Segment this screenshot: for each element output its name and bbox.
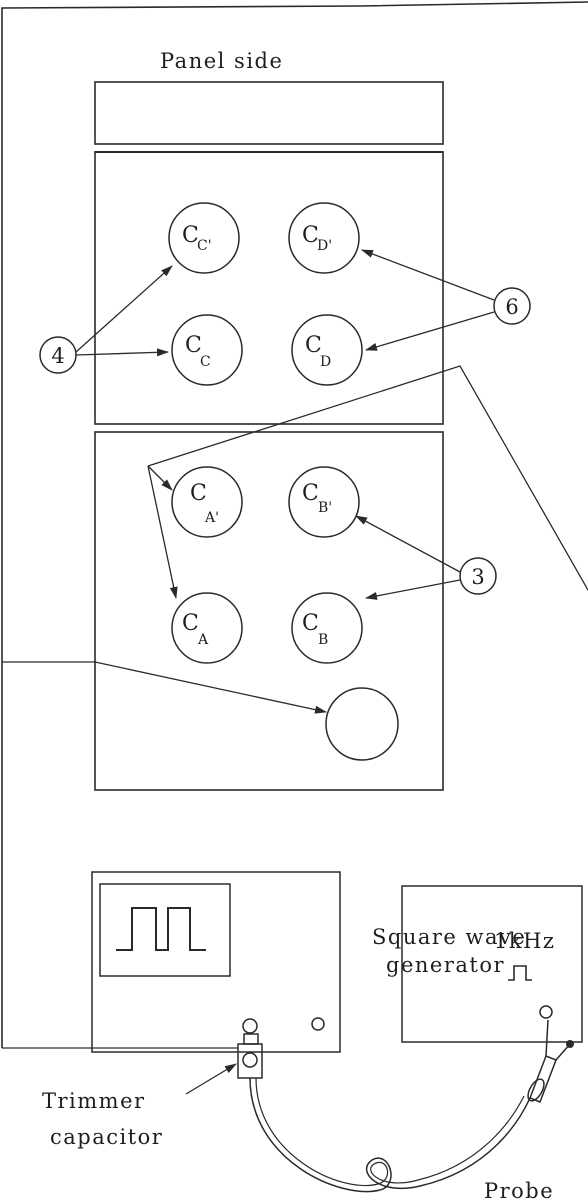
capacitor-cc-prime[interactable]: C C'	[168, 202, 240, 274]
generator-frequency: 1kHz	[494, 929, 555, 953]
generator-label-line2: generator	[386, 953, 505, 977]
oscilloscope-screen	[99, 883, 231, 977]
callout-number: 4	[51, 344, 64, 368]
capacitor-subscript: D	[320, 354, 331, 370]
connection-line-a-group	[147, 365, 588, 591]
outer-frame-line	[1, 1, 588, 1048]
panel-side-label: Panel side	[160, 49, 283, 73]
arrow-fork-to-ca-prime	[147, 465, 173, 491]
generator-output-jack[interactable]	[539, 1005, 553, 1019]
arrow-6-to-cd-prime	[361, 249, 495, 301]
capacitor-cc[interactable]: C C	[171, 314, 243, 386]
callout-6: 6	[493, 287, 531, 325]
arrow-to-trimmer	[185, 1063, 237, 1095]
capacitor-label: C	[182, 611, 199, 636]
capacitor-ca-prime[interactable]: C A'	[171, 466, 243, 538]
generator-label-line1: Square wave	[372, 925, 526, 949]
callout-number: 3	[471, 565, 484, 589]
square-wave-generator	[401, 885, 583, 1043]
panel-header	[94, 81, 444, 145]
capacitor-cd[interactable]: C D	[291, 314, 363, 386]
capacitor-label: C	[302, 481, 319, 506]
capacitor-cb[interactable]: C B	[291, 592, 363, 664]
callout-number: 6	[505, 295, 518, 319]
capacitor-label: C	[302, 223, 319, 248]
panel-input-connector[interactable]	[325, 687, 399, 761]
oscilloscope-knob[interactable]	[311, 1017, 325, 1031]
probe-cable-inner	[255, 1077, 525, 1186]
arrow-3-to-cb	[365, 579, 461, 600]
capacitor-subscript: B'	[318, 500, 332, 516]
callout-3: 3	[459, 557, 497, 595]
upper-panel	[94, 151, 444, 425]
arrow-6-to-cd	[365, 311, 495, 351]
capacitor-ca[interactable]: C A	[171, 592, 243, 664]
capacitor-subscript: A'	[204, 510, 219, 526]
arrow-fork-to-ca	[147, 465, 178, 599]
arrow-3-to-cb-prime	[355, 515, 461, 573]
capacitor-label: C	[305, 333, 322, 358]
capacitor-label: C	[302, 611, 319, 636]
arrow-to-input-connector	[94, 661, 327, 714]
capacitor-cb-prime[interactable]: C B'	[288, 466, 360, 538]
trimmer-capacitor[interactable]	[237, 1018, 263, 1079]
capacitor-subscript: A	[197, 632, 209, 648]
capacitor-label: C	[182, 223, 199, 248]
capacitor-subscript: D'	[317, 238, 332, 254]
probe-cable	[249, 1077, 531, 1193]
square-wave-trace	[116, 907, 206, 951]
capacitor-subscript: C'	[197, 238, 212, 254]
arrow-4-to-cc-prime	[75, 265, 173, 353]
arrow-4-to-cc	[75, 348, 169, 357]
capacitor-label: C	[185, 333, 202, 358]
oscilloscope	[91, 871, 341, 1053]
probe-label: Probe	[484, 1179, 554, 1203]
lower-panel	[94, 431, 444, 791]
pulse-symbol	[508, 965, 532, 981]
callout-4: 4	[39, 336, 77, 374]
probe[interactable]	[525, 1019, 571, 1103]
capacitor-cd-prime[interactable]: C D'	[288, 202, 360, 274]
trimmer-label-line2: capacitor	[50, 1125, 163, 1149]
capacitor-subscript: B	[318, 632, 328, 648]
trimmer-label-line1: Trimmer	[42, 1089, 146, 1113]
capacitor-label: C	[190, 481, 207, 506]
capacitor-subscript: C	[200, 354, 211, 370]
